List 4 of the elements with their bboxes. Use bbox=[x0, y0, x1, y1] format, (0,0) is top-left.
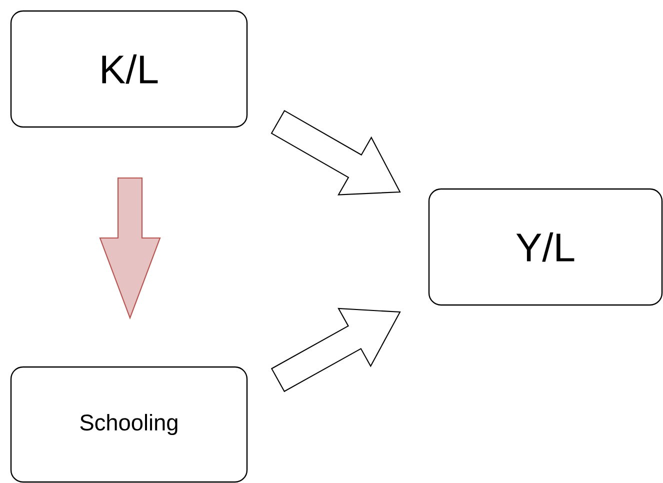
process-box: Schooling bbox=[10, 366, 248, 483]
process-box: Y/L bbox=[428, 188, 663, 306]
block-arrow bbox=[99, 177, 161, 320]
process-box: K/L bbox=[10, 10, 248, 128]
